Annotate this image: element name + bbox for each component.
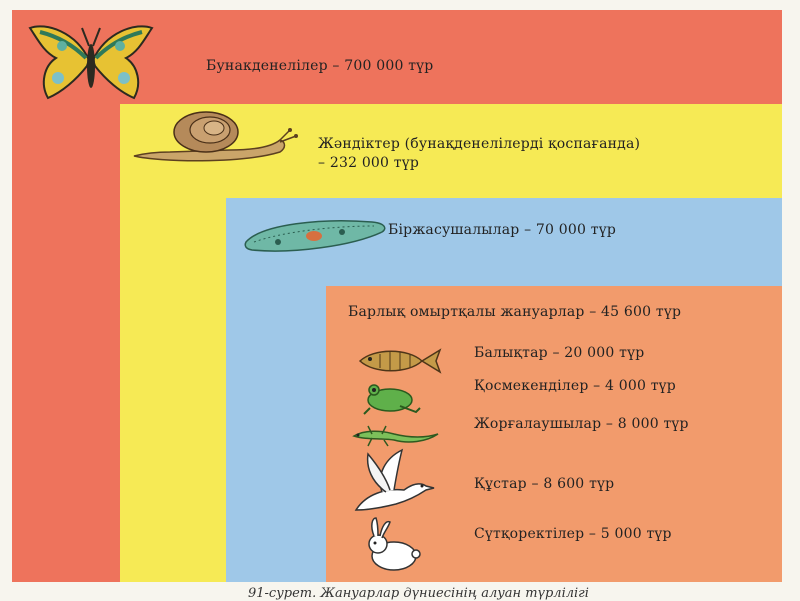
snail-icon bbox=[133, 111, 298, 162]
frog-icon bbox=[363, 384, 421, 415]
butterfly-icon bbox=[28, 25, 154, 100]
rabbit-label: Сүтқоректілер – 5 000 түр bbox=[474, 526, 672, 542]
protozoa-icon bbox=[244, 220, 386, 252]
vertebrates-label: Барлық омыртқалы жануарлар – 45 600 түр bbox=[348, 304, 682, 320]
invertebrates-label-line2: – 232 000 түр bbox=[318, 155, 420, 171]
figure-caption: 91-сурет. Жануарлар дүниесінің алуан түр… bbox=[248, 586, 589, 601]
lizard-icon bbox=[352, 425, 439, 447]
fish-label: Балықтар – 20 000 түр bbox=[474, 345, 645, 361]
fish-icon bbox=[358, 348, 442, 374]
rabbit-icon bbox=[368, 517, 421, 571]
protozoa-label: Біржасушалылар – 70 000 түр bbox=[388, 222, 616, 238]
bird-label: Құстар – 8 600 түр bbox=[474, 476, 615, 492]
bird-icon bbox=[354, 448, 435, 511]
frog-label: Қосмекенділер – 4 000 түр bbox=[474, 378, 676, 394]
lizard-label: Жорғалаушылар – 8 000 түр bbox=[474, 416, 689, 432]
vertebrates-layer bbox=[326, 286, 782, 582]
insects-label: Бунакденелілер – 700 000 түр bbox=[206, 58, 434, 74]
invertebrates-label-line1: Жәндіктер (бунақденелілерді қоспағанда) bbox=[318, 136, 641, 152]
